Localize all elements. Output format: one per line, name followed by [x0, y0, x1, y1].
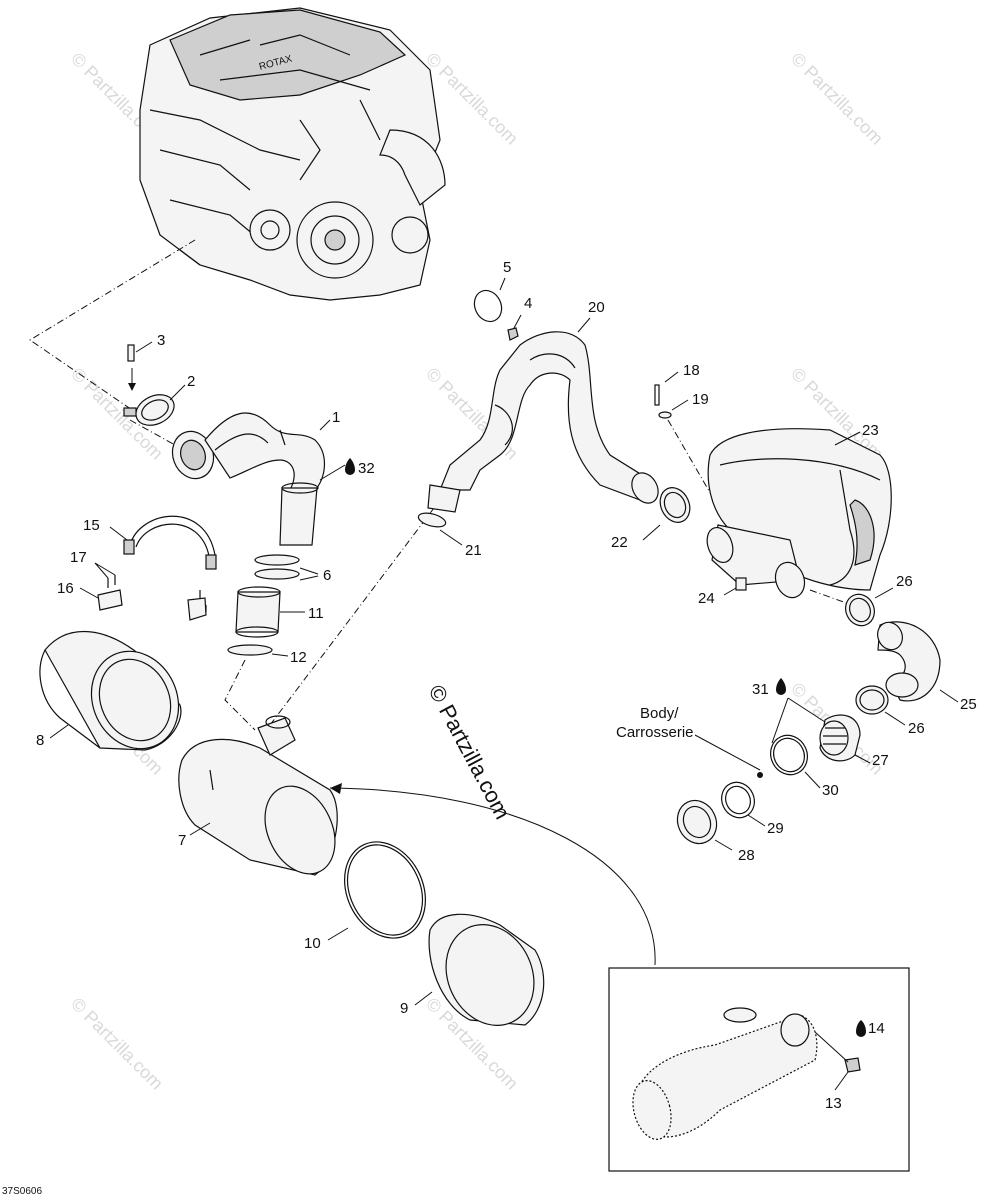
callout-28: 28	[738, 847, 755, 864]
part-21-clamp	[417, 512, 463, 546]
callout-21: 21	[465, 542, 482, 559]
body-point	[757, 772, 763, 778]
part-23-muffler	[706, 428, 892, 599]
part-15-strap	[109, 515, 217, 570]
engine-to-clamp-line	[29, 239, 196, 413]
part-30-ring	[770, 697, 826, 789]
part-28-nut	[676, 799, 733, 851]
drop-icon	[856, 1020, 866, 1037]
watermark: © Partzilla.com	[787, 49, 887, 149]
part-20-tube	[427, 317, 659, 513]
part-12-clamp	[227, 644, 289, 657]
callout-8: 8	[36, 732, 44, 749]
callout-31: 31	[752, 681, 769, 698]
part-26-clamp-upper	[845, 587, 894, 627]
callout-6: 6	[323, 567, 331, 584]
body-label-leader	[694, 734, 761, 771]
callout-5: 5	[503, 259, 511, 276]
callout-11: 11	[308, 605, 324, 622]
callout-14: 14	[868, 1020, 885, 1037]
part-24-fitting	[723, 577, 747, 596]
callout-19: 19	[692, 391, 709, 408]
callout-26-lower: 26	[908, 720, 925, 737]
callout-29: 29	[767, 820, 784, 837]
part-6-hose	[254, 482, 319, 581]
body-label: Body/	[640, 705, 679, 722]
part-3-pin	[127, 341, 153, 391]
callout-3: 3	[157, 332, 165, 349]
callout-22: 22	[611, 534, 628, 551]
callout-16: 16	[57, 580, 74, 597]
part-10-ring	[327, 841, 427, 941]
callout-17: 17	[70, 549, 87, 566]
part-18-bolt	[654, 371, 679, 406]
callout-2: 2	[187, 373, 195, 390]
main-watermark: © Partzilla.com	[424, 681, 516, 824]
part-25-elbow	[877, 621, 959, 703]
dash-line	[129, 419, 176, 446]
inset-reference-arrow	[329, 783, 656, 966]
dash-line	[269, 499, 441, 726]
part-7-muffler	[178, 715, 338, 876]
callout-27: 27	[872, 752, 889, 769]
callout-15: 15	[83, 517, 100, 534]
part-9-cap	[414, 913, 545, 1026]
part-1-elbow	[171, 412, 346, 491]
callout-13: 13	[825, 1095, 842, 1112]
part-22-clamp	[642, 487, 691, 541]
part-19-washer	[658, 399, 689, 419]
part-5-ring	[473, 277, 506, 323]
callout-labels: 3 2 1 32 15 17 16 6 11 12 8 7 10 9 5 4 2…	[2, 259, 977, 1197]
callout-30: 30	[822, 782, 839, 799]
part-8-sleeve	[39, 630, 182, 751]
callout-24: 24	[698, 590, 715, 607]
callout-18: 18	[683, 362, 700, 379]
drop-icon	[345, 458, 355, 475]
part-29-ring	[721, 781, 766, 827]
part-26-clamp-lower	[855, 685, 906, 726]
callout-32: 32	[358, 460, 375, 477]
drop-icon	[776, 678, 786, 695]
diagram-id: 37S0606	[2, 1186, 42, 1197]
body-label-fr: Carrosserie	[616, 724, 694, 741]
inset-detail-box	[608, 967, 910, 1172]
part-27-fitting	[819, 714, 871, 764]
part-4-bolt	[507, 314, 522, 341]
callout-12: 12	[290, 649, 307, 666]
callout-4: 4	[524, 295, 532, 312]
part-2-clamp	[123, 384, 186, 426]
callout-25: 25	[960, 696, 977, 713]
callout-7: 7	[178, 832, 186, 849]
callout-1: 1	[332, 409, 340, 426]
callout-10: 10	[304, 935, 321, 952]
part-11-sleeve	[235, 586, 305, 638]
part-16-brackets	[79, 562, 207, 621]
dash-line	[809, 589, 853, 606]
engine-illustration: ROTAX	[139, 7, 446, 301]
callout-9: 9	[400, 1000, 408, 1017]
dash-line	[224, 659, 256, 731]
callout-23: 23	[862, 422, 879, 439]
callout-26-upper: 26	[896, 573, 913, 590]
callout-20: 20	[588, 299, 605, 316]
watermark: © Partzilla.com	[67, 994, 167, 1094]
